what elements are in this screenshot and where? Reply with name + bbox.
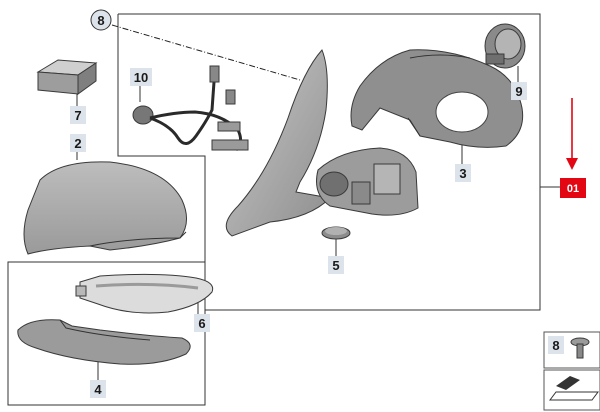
label-2-box: 2 [70,134,86,152]
label-6-box: 6 [194,314,210,332]
label-8-screw: 8 [552,338,559,353]
label-6: 6 [198,316,205,331]
label-9: 9 [515,84,522,99]
label-4-box: 4 [90,380,106,398]
part-3-housing-frame [350,49,524,148]
label-2: 2 [74,136,81,151]
label-7: 7 [74,108,81,123]
assembly-frame [7,13,560,406]
reference-badge: 01 [560,178,586,198]
part-1-mirror-base [225,49,332,237]
label-3-box: 3 [455,164,471,182]
label-9-box: 9 [511,82,527,100]
part-6-turn-signal-lens [75,273,214,314]
label-4: 4 [94,382,102,397]
label-7-box: 7 [70,106,86,124]
part-9-adjust-motor [484,23,526,69]
label-3: 3 [459,166,466,181]
label-5: 5 [332,258,339,273]
part-10-wiring-harness [132,65,249,152]
label-5-box: 5 [328,256,344,274]
part-7-clip-box [36,59,98,95]
part-5-round-cover [321,226,351,240]
label-8: 8 [97,13,104,28]
label-10-box: 10 [130,68,152,86]
part-mirror-motor [316,147,419,216]
direction-symbol-box [543,369,600,411]
label-8-circle: 8 [90,9,112,31]
down-arrow-icon [566,98,578,170]
label-8b-box: 8 [548,336,564,354]
label-10: 10 [134,70,148,85]
part-4-lower-trim [17,319,191,365]
reference-badge-text: 01 [567,183,579,195]
part-2-mirror-cap [23,161,187,255]
